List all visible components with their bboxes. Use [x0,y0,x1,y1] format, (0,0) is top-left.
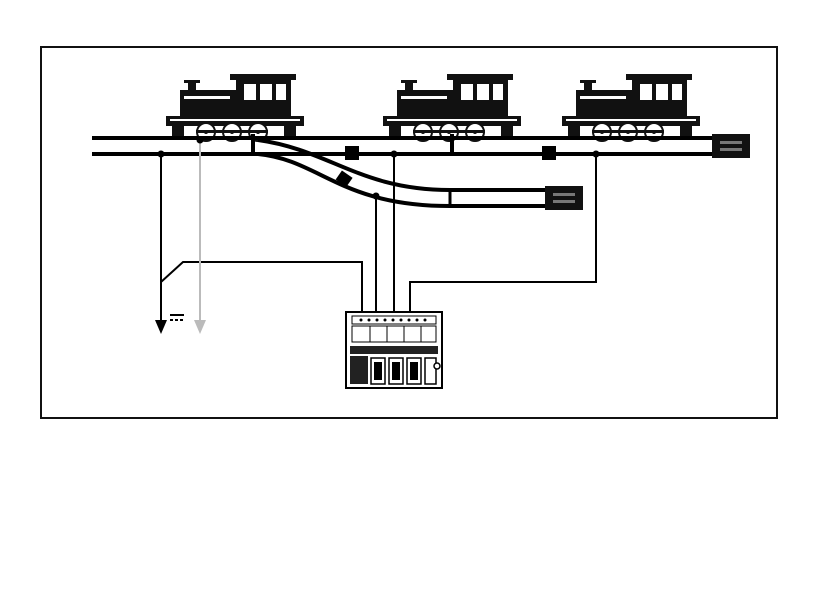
rail-joints [251,134,556,187]
siding-track [258,140,545,206]
buffer-stop-icon-main [712,134,750,158]
direct-current-symbol [170,314,184,321]
power-arrow-icon [155,320,167,334]
locomotive-icon-right [562,74,700,141]
locomotive-icon-left [166,74,304,141]
locomotive-icon-middle [383,74,521,141]
return-arrow-icon [194,320,206,334]
buffer-stop-icon-siding [545,186,583,210]
control-panel-icon [346,312,442,388]
main-track [92,138,712,154]
